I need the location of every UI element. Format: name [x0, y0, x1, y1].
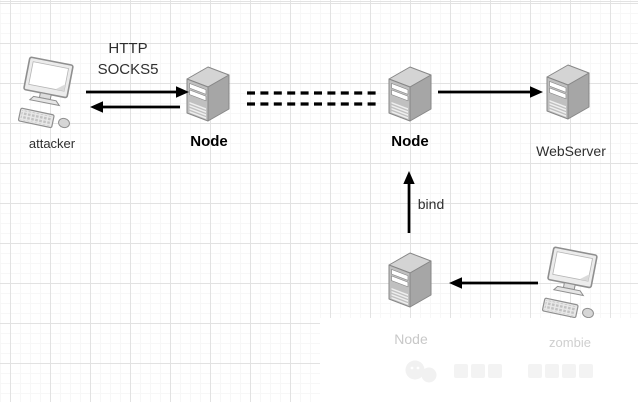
- attacker-label: attacker: [28, 136, 76, 151]
- http-edge-label: HTTP: [108, 40, 148, 57]
- bind-node-server-icon: [388, 252, 432, 308]
- zombie-computer-icon: [541, 246, 598, 320]
- bottom-right-overlay: [320, 318, 638, 402]
- watermark-glyph-block: [528, 364, 542, 378]
- bind-edge-label: bind: [417, 196, 445, 212]
- edge-entry-node-to-attacker: [90, 101, 180, 113]
- socks5-edge-label: SOCKS5: [97, 61, 159, 78]
- watermark-glyph-block: [562, 364, 576, 378]
- entry-node-server-icon: [186, 66, 230, 122]
- watermark-glyph-block: [545, 364, 559, 378]
- webserver-server-icon: [546, 64, 590, 120]
- webserver-label: WebServer: [536, 143, 606, 159]
- bind-node-label: Node: [394, 331, 428, 347]
- watermark: [402, 358, 612, 388]
- exit-node-server-icon: [388, 66, 432, 122]
- watermark-chat-bubbles-icon: [405, 360, 437, 383]
- entry-node-label: Node: [190, 133, 228, 150]
- watermark-glyph-block: [579, 364, 593, 378]
- edge-exit-node-to-webserver: [438, 86, 543, 98]
- watermark-glyph-block: [471, 364, 485, 378]
- edge-attacker-to-entry-node: [86, 86, 189, 98]
- edge-bind-node-to-exit-node: [403, 171, 415, 233]
- attacker-computer-icon: [17, 56, 74, 130]
- edge-entry-node-to-exit-node-dashed: [247, 91, 376, 106]
- watermark-glyph-block: [488, 364, 502, 378]
- watermark-glyph-block: [454, 364, 468, 378]
- edge-zombie-to-bind-node: [449, 277, 538, 289]
- exit-node-label: Node: [391, 133, 429, 150]
- zombie-label: zombie: [549, 335, 591, 350]
